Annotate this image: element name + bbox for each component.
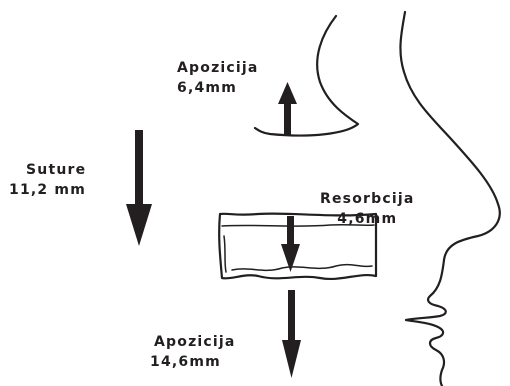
apposition-top-title: Apozicija [177,58,259,78]
apposition-bottom-value: 14,6mm [150,352,236,372]
resorption-arrow-shaft [287,216,294,246]
maxilla-lower-ridge [232,265,372,271]
apposition-top-arrow-head [278,82,297,104]
apposition-top-value: 6,4mm [177,78,259,98]
resorption-label: Resorbcija 4,6mm [320,189,415,229]
resorption-title: Resorbcija [320,189,415,209]
apposition-bottom-arrow-shaft [288,290,295,342]
apposition-bottom-title: Apozicija [150,332,236,352]
nasal-contour [255,16,358,136]
apposition-top-arrow-shaft [284,102,291,136]
apposition-bottom-arrow-head [282,340,301,378]
apposition-top-label: Apozicija 6,4mm [177,58,259,98]
apposition-bottom-label: Apozicija 14,6mm [150,332,236,372]
face-profile-outline [400,12,499,386]
resorption-value: 4,6mm [320,209,415,229]
sutures-arrow-shaft [135,130,143,206]
sutures-label: Suture 11,2 mm [9,160,86,200]
maxilla-left-edge [224,236,226,272]
sutures-arrow-head [126,204,152,246]
sutures-value: 11,2 mm [9,180,86,200]
sutures-title: Suture [9,160,86,180]
